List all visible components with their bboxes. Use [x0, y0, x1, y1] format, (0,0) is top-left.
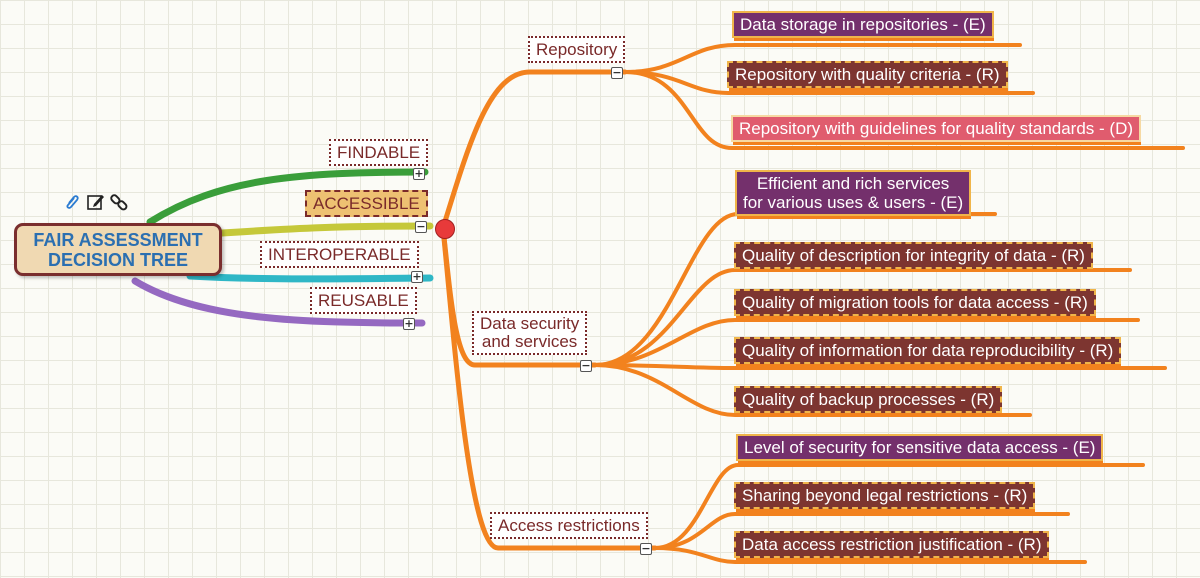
collapse-repository-toggle[interactable]: − [611, 66, 623, 79]
root-title-line2: DECISION TREE [47, 250, 189, 270]
collapse-access-restrictions-toggle[interactable]: − [640, 542, 652, 555]
leaf-efficient-services-line1: Efficient and rich services [756, 174, 950, 193]
leaf-description-integrity[interactable]: Quality of description for integrity of … [734, 242, 1093, 269]
leaf-sharing-legal-restrictions[interactable]: Sharing beyond legal restrictions - (R) [734, 482, 1036, 509]
leaf-repository-guidelines[interactable]: Repository with guidelines for quality s… [731, 115, 1142, 142]
leaf-repository-quality-criteria[interactable]: Repository with quality criteria - (R) [727, 61, 1008, 88]
expand-reusable-toggle[interactable]: + [403, 317, 415, 330]
leaf-efficient-services[interactable]: Efficient and rich services for various … [735, 170, 972, 216]
link-access-restrictions [440, 225, 658, 551]
link-reusable [131, 277, 426, 327]
subtopic-repository[interactable]: Repository [528, 36, 626, 63]
link-interoperable [186, 272, 434, 283]
leaf-restriction-justification[interactable]: Data access restriction justification - … [734, 531, 1050, 558]
root-title-line1: FAIR ASSESSMENT [33, 230, 203, 250]
edit-note-icon[interactable] [86, 192, 106, 212]
leaf-data-storage[interactable]: Data storage in repositories - (E) [732, 11, 994, 38]
branch-findable[interactable]: FINDABLE [329, 139, 429, 166]
paperclip-icon[interactable] [63, 192, 83, 212]
collapse-data-security-toggle[interactable]: − [580, 359, 592, 372]
leaf-migration-tools[interactable]: Quality of migration tools for data acce… [734, 289, 1096, 316]
leaf-security-sensitive-access[interactable]: Level of security for sensitive data acc… [736, 434, 1104, 461]
expand-interoperable-toggle[interactable]: + [411, 270, 423, 283]
branch-accessible[interactable]: ACCESSIBLE [305, 190, 428, 217]
link-repository [440, 69, 628, 231]
subtopic-data-security-line2: and services [481, 332, 578, 351]
link-accessible [218, 222, 434, 237]
leaf-efficient-services-line2: for various uses & users - (E) [743, 193, 964, 212]
subtopic-access-restrictions[interactable]: Access restrictions [490, 512, 648, 539]
subtopic-data-security-line1: Data security [480, 314, 580, 333]
leaf-data-reproducibility[interactable]: Quality of information for data reproduc… [734, 337, 1122, 364]
branch-interoperable[interactable]: INTEROPERABLE [260, 241, 419, 268]
collapse-accessible-toggle[interactable]: − [415, 220, 427, 233]
link-icon[interactable] [109, 192, 129, 212]
leaf-backup-processes[interactable]: Quality of backup processes - (R) [734, 386, 1003, 413]
accessible-branch-hub[interactable] [435, 219, 455, 239]
expand-findable-toggle[interactable]: + [413, 167, 425, 180]
link-findable [146, 168, 429, 226]
root-node-fair-assessment[interactable]: FAIR ASSESSMENT DECISION TREE [14, 223, 222, 276]
subtopic-data-security[interactable]: Data security and services [472, 311, 588, 355]
branch-reusable[interactable]: REUSABLE [310, 287, 417, 314]
